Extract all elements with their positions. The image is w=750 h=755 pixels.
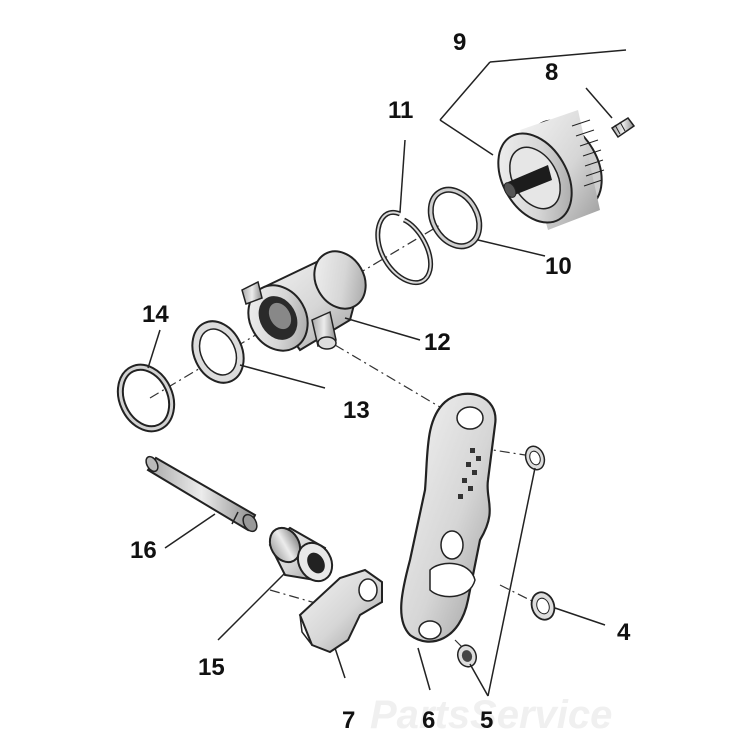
callout-7: 7 <box>342 707 355 734</box>
callout-11: 11 <box>388 97 413 124</box>
callout-16: 16 <box>130 537 157 564</box>
callout-5: 5 <box>480 707 493 734</box>
callout-6: 6 <box>422 707 435 734</box>
part-5-washers <box>456 445 546 668</box>
part-9-drum-assembly <box>497 110 605 230</box>
part-16-pin <box>145 455 258 533</box>
callout-12: 12 <box>424 329 451 356</box>
part-11-snap-ring <box>375 209 434 285</box>
part-7-lever <box>298 568 383 654</box>
part-12-hub <box>241 250 367 352</box>
part-4-washer <box>530 591 556 621</box>
callout-8: 8 <box>545 59 558 86</box>
part-8-set-screw <box>610 116 636 139</box>
callout-10: 10 <box>545 253 572 280</box>
leader-lines <box>147 49 627 697</box>
watermark-text: PartsService <box>370 693 612 737</box>
callout-14: 14 <box>142 301 169 328</box>
part-6-arm-plate <box>400 392 497 643</box>
callout-9: 9 <box>453 29 466 56</box>
callout-15: 15 <box>198 654 225 681</box>
callout-numbers: 4 5 6 7 8 9 10 11 12 13 14 15 16 <box>130 29 631 734</box>
part-10-ring <box>427 186 483 250</box>
part-15-bushing <box>268 526 334 583</box>
part-14-ring <box>116 363 176 433</box>
callout-13: 13 <box>343 397 370 424</box>
callout-4: 4 <box>617 619 631 646</box>
part-13-washer <box>191 320 245 384</box>
